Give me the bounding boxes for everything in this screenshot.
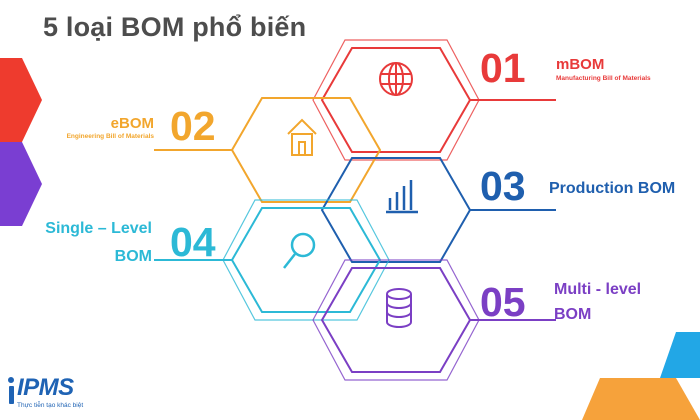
hexagon-05 <box>312 259 556 381</box>
label-single-level-line2: BOM <box>114 248 152 265</box>
number-04: 04 <box>170 219 216 265</box>
left-red-shape <box>0 58 42 142</box>
label-mbom: mBOM <box>556 56 605 73</box>
globe-icon <box>379 62 413 96</box>
bar-chart-icon <box>386 180 418 214</box>
number-01: 01 <box>480 45 526 91</box>
page-title: 5 loại BOM phổ biến <box>43 12 307 42</box>
logo: IPMS Thực tiễn tạo khác biệt <box>17 374 84 410</box>
label-multi-level-line1: Multi - level <box>554 281 642 298</box>
label-single-level-line1: Single – Level <box>45 220 152 237</box>
number-02: 02 <box>170 103 216 149</box>
hexagon-04 <box>154 199 390 321</box>
right-blue-shape <box>660 332 700 378</box>
hexagon-02 <box>154 97 382 203</box>
hexagon-01 <box>312 39 556 161</box>
logo-mark-icon <box>8 377 14 404</box>
subtitle-mbom: Manufacturing Bill of Materials <box>556 75 651 82</box>
house-icon <box>287 118 317 156</box>
number-05: 05 <box>480 279 526 325</box>
subtitle-ebom: Engineering Bill of Materials <box>66 133 154 140</box>
number-03: 03 <box>480 163 526 209</box>
label-ebom: eBOM <box>110 115 154 132</box>
label-multi-level-line2: BOM <box>554 306 592 323</box>
magnifier-icon <box>283 232 316 269</box>
right-orange-shape <box>582 378 700 420</box>
label-production-bom: Production BOM <box>549 180 676 197</box>
logo-text: IPMS <box>17 374 74 401</box>
database-icon <box>386 288 412 328</box>
logo-tagline: Thực tiễn tạo khác biệt <box>17 402 84 409</box>
left-purple-shape <box>0 142 42 226</box>
hexagon-03 <box>320 157 556 263</box>
